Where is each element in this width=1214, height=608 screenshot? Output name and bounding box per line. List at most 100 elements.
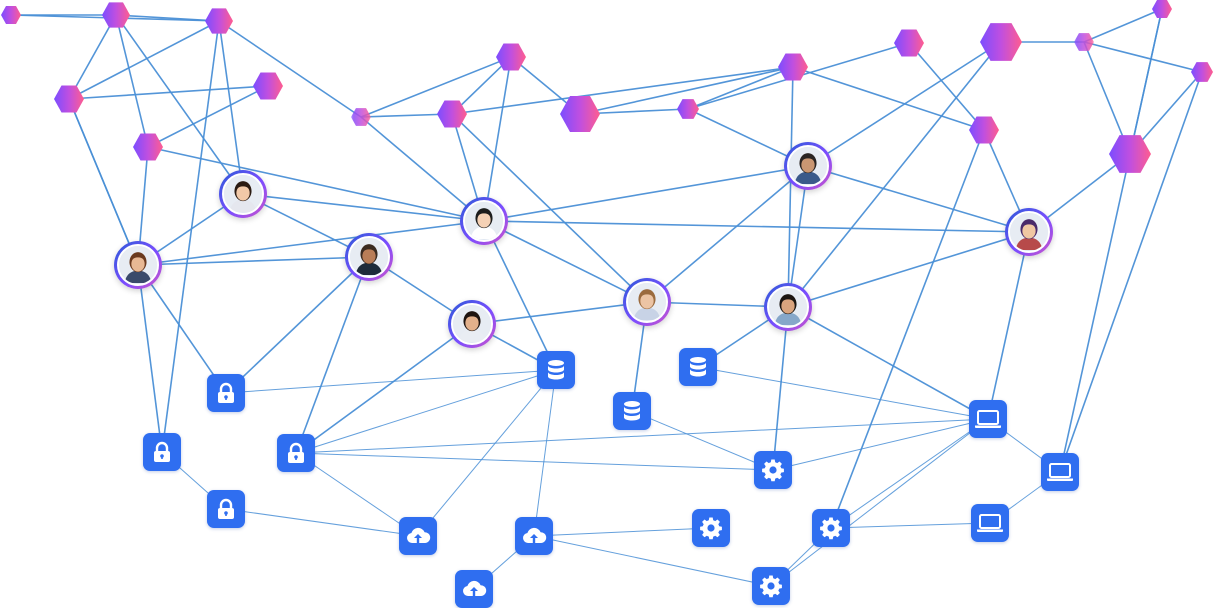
edge-l3-m1	[295, 418, 989, 454]
edge-h11-p6	[787, 66, 794, 308]
person-avatar[interactable]	[219, 170, 267, 218]
cloud-node[interactable]	[515, 517, 553, 555]
lock-node[interactable]	[207, 374, 245, 412]
edge-h13-g3	[830, 129, 985, 529]
edge-l4-c1	[225, 508, 419, 537]
edge-p6-m1	[787, 306, 989, 420]
edge-h20-m2	[1059, 71, 1203, 473]
edge-h3-h4	[68, 20, 220, 100]
gear-icon	[699, 516, 723, 540]
gear-icon	[819, 516, 843, 540]
edge-h7-h8	[360, 56, 512, 118]
lock-icon	[216, 382, 236, 404]
edge-g3-m3	[830, 522, 991, 529]
laptop-node[interactable]	[969, 400, 1007, 438]
hexagon-icon	[778, 53, 808, 81]
hexagon-icon	[54, 85, 84, 113]
edge-h3-p1	[218, 20, 244, 195]
person-avatar[interactable]	[623, 278, 671, 326]
person-avatar[interactable]	[460, 197, 508, 245]
edge-d2-m1	[697, 366, 989, 420]
cloud-node[interactable]	[399, 517, 437, 555]
edge-h8-p3	[360, 116, 485, 222]
gear-node[interactable]	[752, 567, 790, 605]
edge-p2-l1	[137, 264, 227, 394]
avatar-photo	[451, 303, 493, 345]
laptop-icon	[976, 513, 1004, 533]
laptop-icon	[1046, 462, 1074, 482]
hexagon-icon	[1191, 62, 1213, 82]
edge-d1-c2	[533, 369, 557, 537]
edge-p6-g1	[772, 306, 789, 471]
edge-h8-h9	[360, 113, 453, 118]
cloud-node[interactable]	[455, 570, 493, 608]
person-avatar[interactable]	[784, 142, 832, 190]
hexagon-icon	[351, 108, 371, 126]
edge-p7-l3	[295, 256, 370, 454]
edge-h5-h6	[147, 85, 269, 148]
lock-node[interactable]	[143, 433, 181, 471]
edge-l3-c1	[295, 452, 419, 537]
person-avatar[interactable]	[1005, 208, 1053, 256]
edge-p9-p5	[471, 301, 648, 325]
edge-p6-p8	[787, 231, 1030, 308]
hexagon-icon	[133, 133, 163, 161]
edge-h2-h3	[115, 14, 220, 22]
edge-h2-h4	[68, 14, 117, 100]
gear-node[interactable]	[692, 509, 730, 547]
edge-p3-d1	[483, 220, 557, 371]
edge-h17-m2	[1059, 8, 1163, 473]
hexagon-icon	[496, 43, 526, 71]
cloud-upload-icon	[461, 579, 487, 599]
edge-h11-h12	[687, 66, 794, 110]
avatar-photo	[626, 281, 668, 323]
avatar-photo	[117, 244, 159, 286]
database-node[interactable]	[679, 348, 717, 386]
laptop-node[interactable]	[971, 504, 1009, 542]
avatar-photo	[787, 145, 829, 187]
gear-icon	[761, 458, 785, 482]
avatar-photo	[348, 236, 390, 278]
lock-node[interactable]	[277, 434, 315, 472]
laptop-icon	[974, 409, 1002, 429]
edge-c2-g2	[533, 527, 712, 537]
person-avatar[interactable]	[448, 300, 496, 348]
connection-lines	[10, 8, 1203, 590]
laptop-node[interactable]	[1041, 453, 1079, 491]
edge-h2-p1	[115, 14, 244, 195]
hexagon-icon	[205, 8, 233, 34]
edge-h11-h13	[792, 66, 985, 131]
database-node[interactable]	[537, 351, 575, 389]
edge-p5-p4	[646, 165, 809, 303]
hexagon-icon	[1152, 0, 1172, 18]
edge-l3-g1	[295, 452, 774, 471]
edge-p3-p5	[483, 220, 648, 303]
avatar-photo	[222, 173, 264, 215]
edge-p2-h4	[68, 98, 139, 266]
edge-c2-g4	[533, 535, 772, 587]
edge-h2-h6	[115, 14, 149, 148]
edge-p2-p7	[137, 256, 370, 266]
gear-node[interactable]	[754, 451, 792, 489]
hexagon-icon	[969, 116, 999, 144]
avatar-photo	[1008, 211, 1050, 253]
avatar-photo	[767, 286, 809, 328]
edge-h3-l2	[161, 20, 220, 453]
person-avatar[interactable]	[114, 241, 162, 289]
database-node[interactable]	[613, 392, 651, 430]
edge-h7-p3	[483, 56, 512, 222]
edge-l2-p2	[137, 264, 163, 453]
person-avatar[interactable]	[764, 283, 812, 331]
lock-icon	[216, 498, 236, 520]
lock-node[interactable]	[207, 490, 245, 528]
edge-p1-p3	[242, 193, 485, 222]
person-avatar[interactable]	[345, 233, 393, 281]
edge-g3-m1	[830, 418, 989, 529]
gear-icon	[759, 574, 783, 598]
edge-g1-m1	[772, 418, 989, 471]
gear-node[interactable]	[812, 509, 850, 547]
edge-h6-p3	[147, 146, 485, 222]
cloud-upload-icon	[405, 526, 431, 546]
hexagon-icon	[253, 72, 283, 100]
